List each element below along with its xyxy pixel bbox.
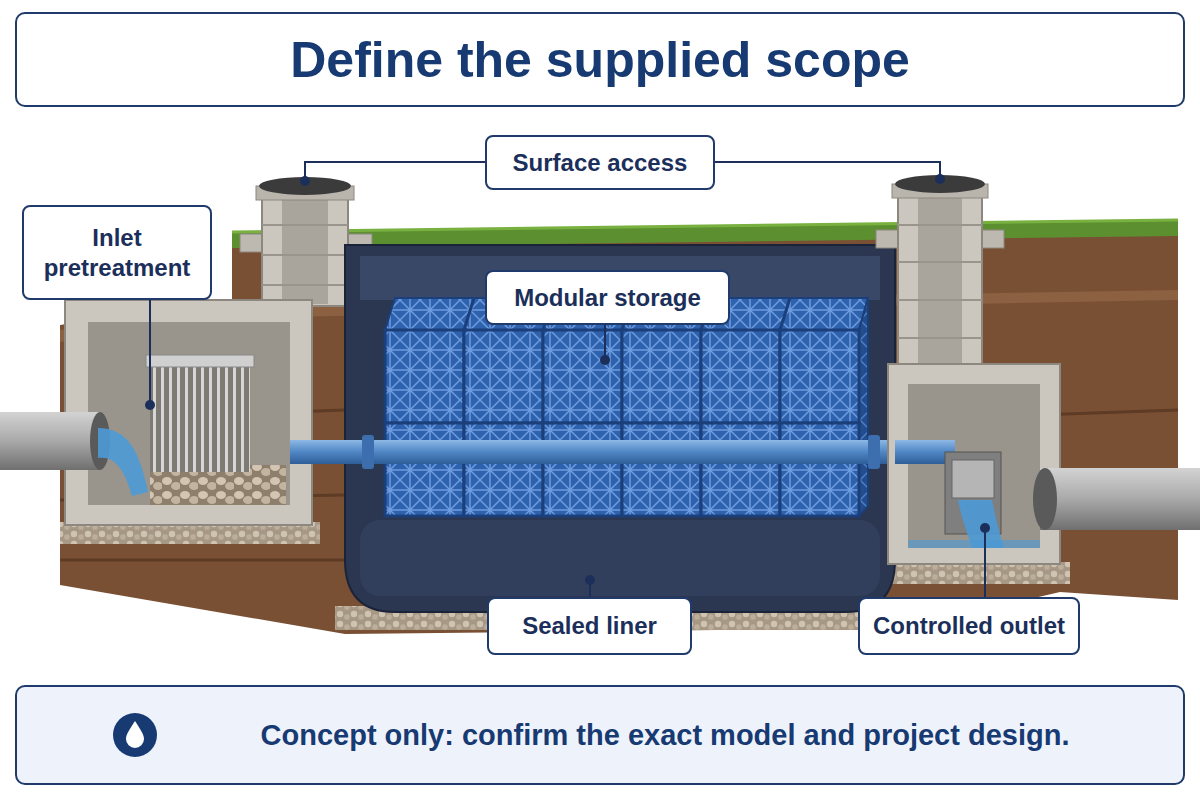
manhole-joints — [262, 225, 348, 285]
gravel-bed — [880, 562, 1070, 584]
inlet-chamber-cavity — [88, 322, 290, 505]
grass-edge — [232, 220, 1178, 232]
caption-banner: Concept only: confirm the exact model an… — [15, 685, 1185, 785]
outlet-chamber-cavity — [908, 384, 1040, 548]
title-banner: Define the supplied scope — [15, 12, 1185, 107]
crate-module — [701, 330, 780, 423]
callout-box: Surface access — [485, 135, 715, 190]
crate-module — [464, 330, 543, 423]
callout-label: Surface access — [513, 148, 688, 178]
leader-line — [984, 528, 986, 597]
icon-drop — [126, 721, 144, 748]
leader-line — [604, 325, 606, 360]
crate-module — [622, 423, 701, 516]
soil-section — [60, 226, 1178, 634]
callout-box: Sealed liner — [487, 597, 692, 655]
outlet-pipe — [1040, 468, 1200, 530]
water-drop-icon — [110, 710, 160, 760]
crate-module — [701, 423, 780, 516]
leader-dot — [980, 523, 990, 533]
leader-line — [149, 300, 151, 405]
manhole-cover — [259, 177, 351, 195]
crate-module — [385, 423, 464, 516]
icon-circle — [113, 713, 157, 757]
leader-dot — [935, 174, 945, 184]
crate-module — [543, 330, 622, 423]
manhole-cover — [895, 175, 985, 193]
inlet-chamber — [65, 300, 312, 525]
callout-label: Inlet pretreatment — [34, 223, 200, 283]
manhole-shaft-inner — [282, 200, 328, 304]
leader-dot — [600, 355, 610, 365]
manhole-shaft — [262, 196, 348, 306]
callout-box: Controlled outlet — [858, 597, 1080, 655]
flow-control-plate — [952, 460, 994, 498]
leader-line — [305, 162, 485, 180]
leader-line — [715, 162, 940, 178]
outlet-pipe-mouth — [1033, 468, 1057, 530]
leader-lines — [150, 162, 985, 597]
outflow-pool — [908, 540, 1040, 548]
crate-modules — [385, 330, 859, 516]
pipe-collar — [362, 435, 374, 469]
callout-label: Sealed liner — [522, 611, 657, 641]
crate-module — [622, 330, 701, 423]
title-text: Define the supplied scope — [290, 31, 910, 89]
callout-label: Modular storage — [514, 283, 701, 313]
manhole-shaft-inner — [918, 198, 962, 364]
grass-surface — [232, 220, 1178, 248]
liner-floor — [360, 520, 880, 596]
manhole-shaft — [898, 194, 982, 366]
screen-grate — [150, 362, 250, 472]
callout-box: Inlet pretreatment — [22, 205, 212, 300]
leader-dots — [145, 174, 990, 585]
inlet-pipe — [0, 412, 100, 470]
crate-module — [543, 423, 622, 516]
distribution-pipe — [290, 440, 960, 464]
outlet-chamber — [888, 364, 1060, 564]
leader-dot — [145, 400, 155, 410]
leader-dot — [585, 575, 595, 585]
crate-module — [385, 330, 464, 423]
crate-module — [464, 423, 543, 516]
manhole-joints — [898, 225, 982, 338]
crate-module — [780, 423, 859, 516]
callout-label: Controlled outlet — [873, 611, 1065, 641]
crate-module — [780, 330, 859, 423]
sealed-liner — [345, 245, 895, 612]
inflow-water — [98, 428, 148, 496]
leader-dot — [300, 176, 310, 186]
callout-box: Modular storage — [485, 270, 730, 325]
caption-text: Concept only: confirm the exact model an… — [261, 719, 1070, 752]
screen-frame — [146, 355, 254, 367]
pipe-collar — [868, 435, 880, 469]
